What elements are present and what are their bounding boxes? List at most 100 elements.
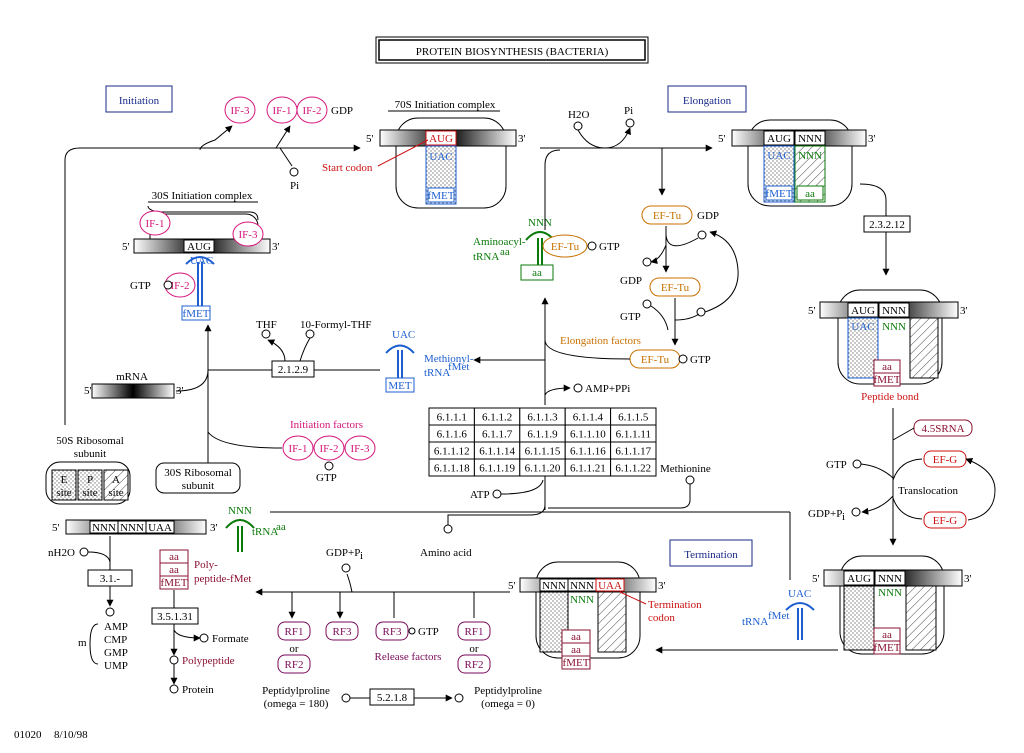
svg-text:aa: aa [571, 644, 581, 656]
svg-text:6.1.1.5: 6.1.1.5 [618, 412, 649, 424]
svg-text:RF1: RF1 [285, 626, 304, 638]
svg-text:NNN: NNN [542, 580, 566, 592]
svg-text:3': 3' [658, 580, 666, 592]
svg-text:H2O: H2O [568, 109, 589, 121]
enzyme-3-1[interactable]: nH2O 3.1.- m AMP CMP GMP UMP [48, 536, 133, 672]
ec-cell[interactable]: 6.1.1.1 [428, 407, 475, 426]
ec-cell[interactable]: 6.1.1.15 [519, 441, 566, 460]
svg-text:2.1.2.9: 2.1.2.9 [278, 364, 309, 376]
svg-text:IF-2: IF-2 [171, 280, 190, 292]
svg-text:30S Initiation complex: 30S Initiation complex [152, 190, 253, 202]
svg-text:6.1.1.9: 6.1.1.9 [527, 429, 558, 441]
svg-text:6.1.1.7: 6.1.1.7 [482, 429, 513, 441]
initiation-factors-input: Initiation factors IF-1 IF-2 IF-3 GTP [207, 419, 376, 484]
svg-text:aa: aa [571, 631, 581, 643]
ec-cell[interactable]: 6.1.1.7 [473, 424, 521, 443]
ec-cell[interactable]: 6.1.1.12 [428, 441, 475, 460]
svg-text:GMP: GMP [104, 647, 128, 659]
svg-text:UAC: UAC [767, 150, 790, 162]
ribosome-30s-subunit: 30S Ribosomal subunit [155, 450, 241, 494]
svg-text:NNN: NNN [798, 150, 822, 162]
ec-cell[interactable]: 6.1.1.4 [564, 407, 612, 426]
svg-text:RF2: RF2 [465, 659, 484, 671]
svg-text:6.1.1.10: 6.1.1.10 [570, 429, 606, 441]
svg-text:Elongation factors: Elongation factors [560, 335, 641, 347]
svg-text:Methionine: Methionine [660, 463, 711, 475]
svg-text:3': 3' [964, 573, 972, 585]
svg-text:subunit: subunit [182, 480, 214, 492]
ec-cell[interactable]: 6.1.1.14 [473, 441, 521, 460]
ec-cell[interactable]: 6.1.1.21 [564, 458, 612, 477]
methionyl-trna: UAC MET Methionyl- tRNA fMet [385, 329, 545, 393]
svg-text:THF: THF [256, 319, 277, 331]
svg-text:EF-G: EF-G [933, 454, 958, 466]
svg-text:fMET: fMET [183, 308, 210, 320]
ec-cell[interactable]: 6.1.1.5 [610, 407, 657, 426]
svg-text:AUG: AUG [429, 133, 453, 145]
ec-cell[interactable]: 6.1.1.11 [610, 424, 657, 443]
ec-cell[interactable]: 6.1.1.18 [428, 458, 475, 477]
enzyme-2-3-2-12[interactable]: 2.3.2.12 [859, 183, 911, 276]
ec-cell[interactable]: 6.1.1.19 [473, 458, 521, 477]
svg-text:5.2.1.8: 5.2.1.8 [377, 692, 408, 704]
svg-text:GTP: GTP [130, 280, 151, 292]
svg-text:6.1.1.1: 6.1.1.1 [437, 412, 467, 424]
svg-text:Poly-: Poly- [194, 559, 218, 571]
svg-text:mRNA: mRNA [116, 371, 148, 383]
enzyme-2-1-2-9[interactable]: 2.1.2.9 THF 10-Formyl-THF [208, 319, 380, 378]
ec-cell[interactable]: 6.1.1.9 [519, 424, 566, 443]
section-initiation[interactable]: Initiation [105, 85, 173, 113]
svg-text:aa: aa [805, 188, 815, 200]
svg-text:NNN: NNN [882, 321, 906, 333]
translocation-step: 4.5SRNA GTP GDP+P i Translocation EF-G E… [808, 408, 996, 546]
svg-text:Peptidylproline: Peptidylproline [474, 685, 542, 697]
svg-text:6.1.1.18: 6.1.1.18 [434, 463, 470, 475]
svg-text:NNN: NNN [570, 594, 594, 606]
ec-cell[interactable]: 6.1.1.6 [428, 424, 475, 443]
svg-text:Termination: Termination [648, 599, 702, 611]
svg-text:aa: aa [169, 551, 179, 563]
ec-cell[interactable]: 6.1.1.22 [610, 458, 657, 477]
svg-text:6.1.1.4: 6.1.1.4 [573, 412, 604, 424]
svg-text:(omega = 0): (omega = 0) [481, 698, 535, 710]
ec-cell[interactable]: 6.1.1.17 [610, 441, 657, 460]
ec-cell[interactable]: 6.1.1.2 [473, 407, 521, 426]
section-elongation[interactable]: Elongation [667, 85, 747, 113]
ec-cell[interactable]: 6.1.1.20 [519, 458, 566, 477]
ec-cell[interactable]: 6.1.1.3 [519, 407, 566, 426]
svg-text:P: P [87, 474, 93, 486]
svg-text:Pi: Pi [624, 105, 633, 117]
svg-text:E: E [61, 474, 68, 486]
ec-cell[interactable]: 6.1.1.16 [564, 441, 612, 460]
svg-text:EF-Tu: EF-Tu [551, 241, 580, 253]
svg-text:Methionyl-: Methionyl- [424, 353, 474, 365]
svg-text:6.1.1.16: 6.1.1.16 [570, 446, 606, 458]
mrna-strand: mRNA 5' 3' [84, 369, 209, 399]
svg-text:NNN: NNN [528, 217, 552, 229]
svg-text:RF2: RF2 [285, 659, 304, 671]
svg-text:5': 5' [84, 385, 92, 397]
complex-30s-initiation: 30S Initiation complex 5' 3' AUG IF-1 IF… [122, 190, 280, 321]
ec-cell[interactable]: 6.1.1.10 [564, 424, 612, 443]
svg-text:UAA: UAA [598, 580, 622, 592]
svg-text:3.1.-: 3.1.- [100, 573, 121, 585]
svg-text:IF-3: IF-3 [231, 105, 250, 117]
svg-text:GDP+P: GDP+P [808, 508, 842, 520]
svg-text:UAC: UAC [788, 588, 811, 600]
svg-text:NNN: NNN [228, 505, 252, 517]
enzyme-5-2-1-8[interactable]: Peptidylproline (omega = 180) 5.2.1.8 Pe… [262, 685, 542, 710]
svg-text:6.1.1.15: 6.1.1.15 [525, 446, 561, 458]
released-trna-fmet: UAC tRNA fMet [742, 588, 815, 640]
svg-text:GTP: GTP [599, 241, 620, 253]
svg-text:aa: aa [169, 564, 179, 576]
svg-text:fMET: fMET [766, 188, 793, 200]
section-termination[interactable]: Termination [669, 539, 753, 567]
svg-text:3': 3' [518, 133, 526, 145]
svg-text:5': 5' [508, 580, 516, 592]
svg-text:AUG: AUG [847, 573, 871, 585]
svg-text:2.3.2.12: 2.3.2.12 [869, 219, 905, 231]
svg-text:aa: aa [882, 629, 892, 641]
complex-70s-initiation: 70S Initiation complex 5' 3' AUG UAC fME… [322, 99, 526, 209]
svg-text:5': 5' [52, 522, 60, 534]
